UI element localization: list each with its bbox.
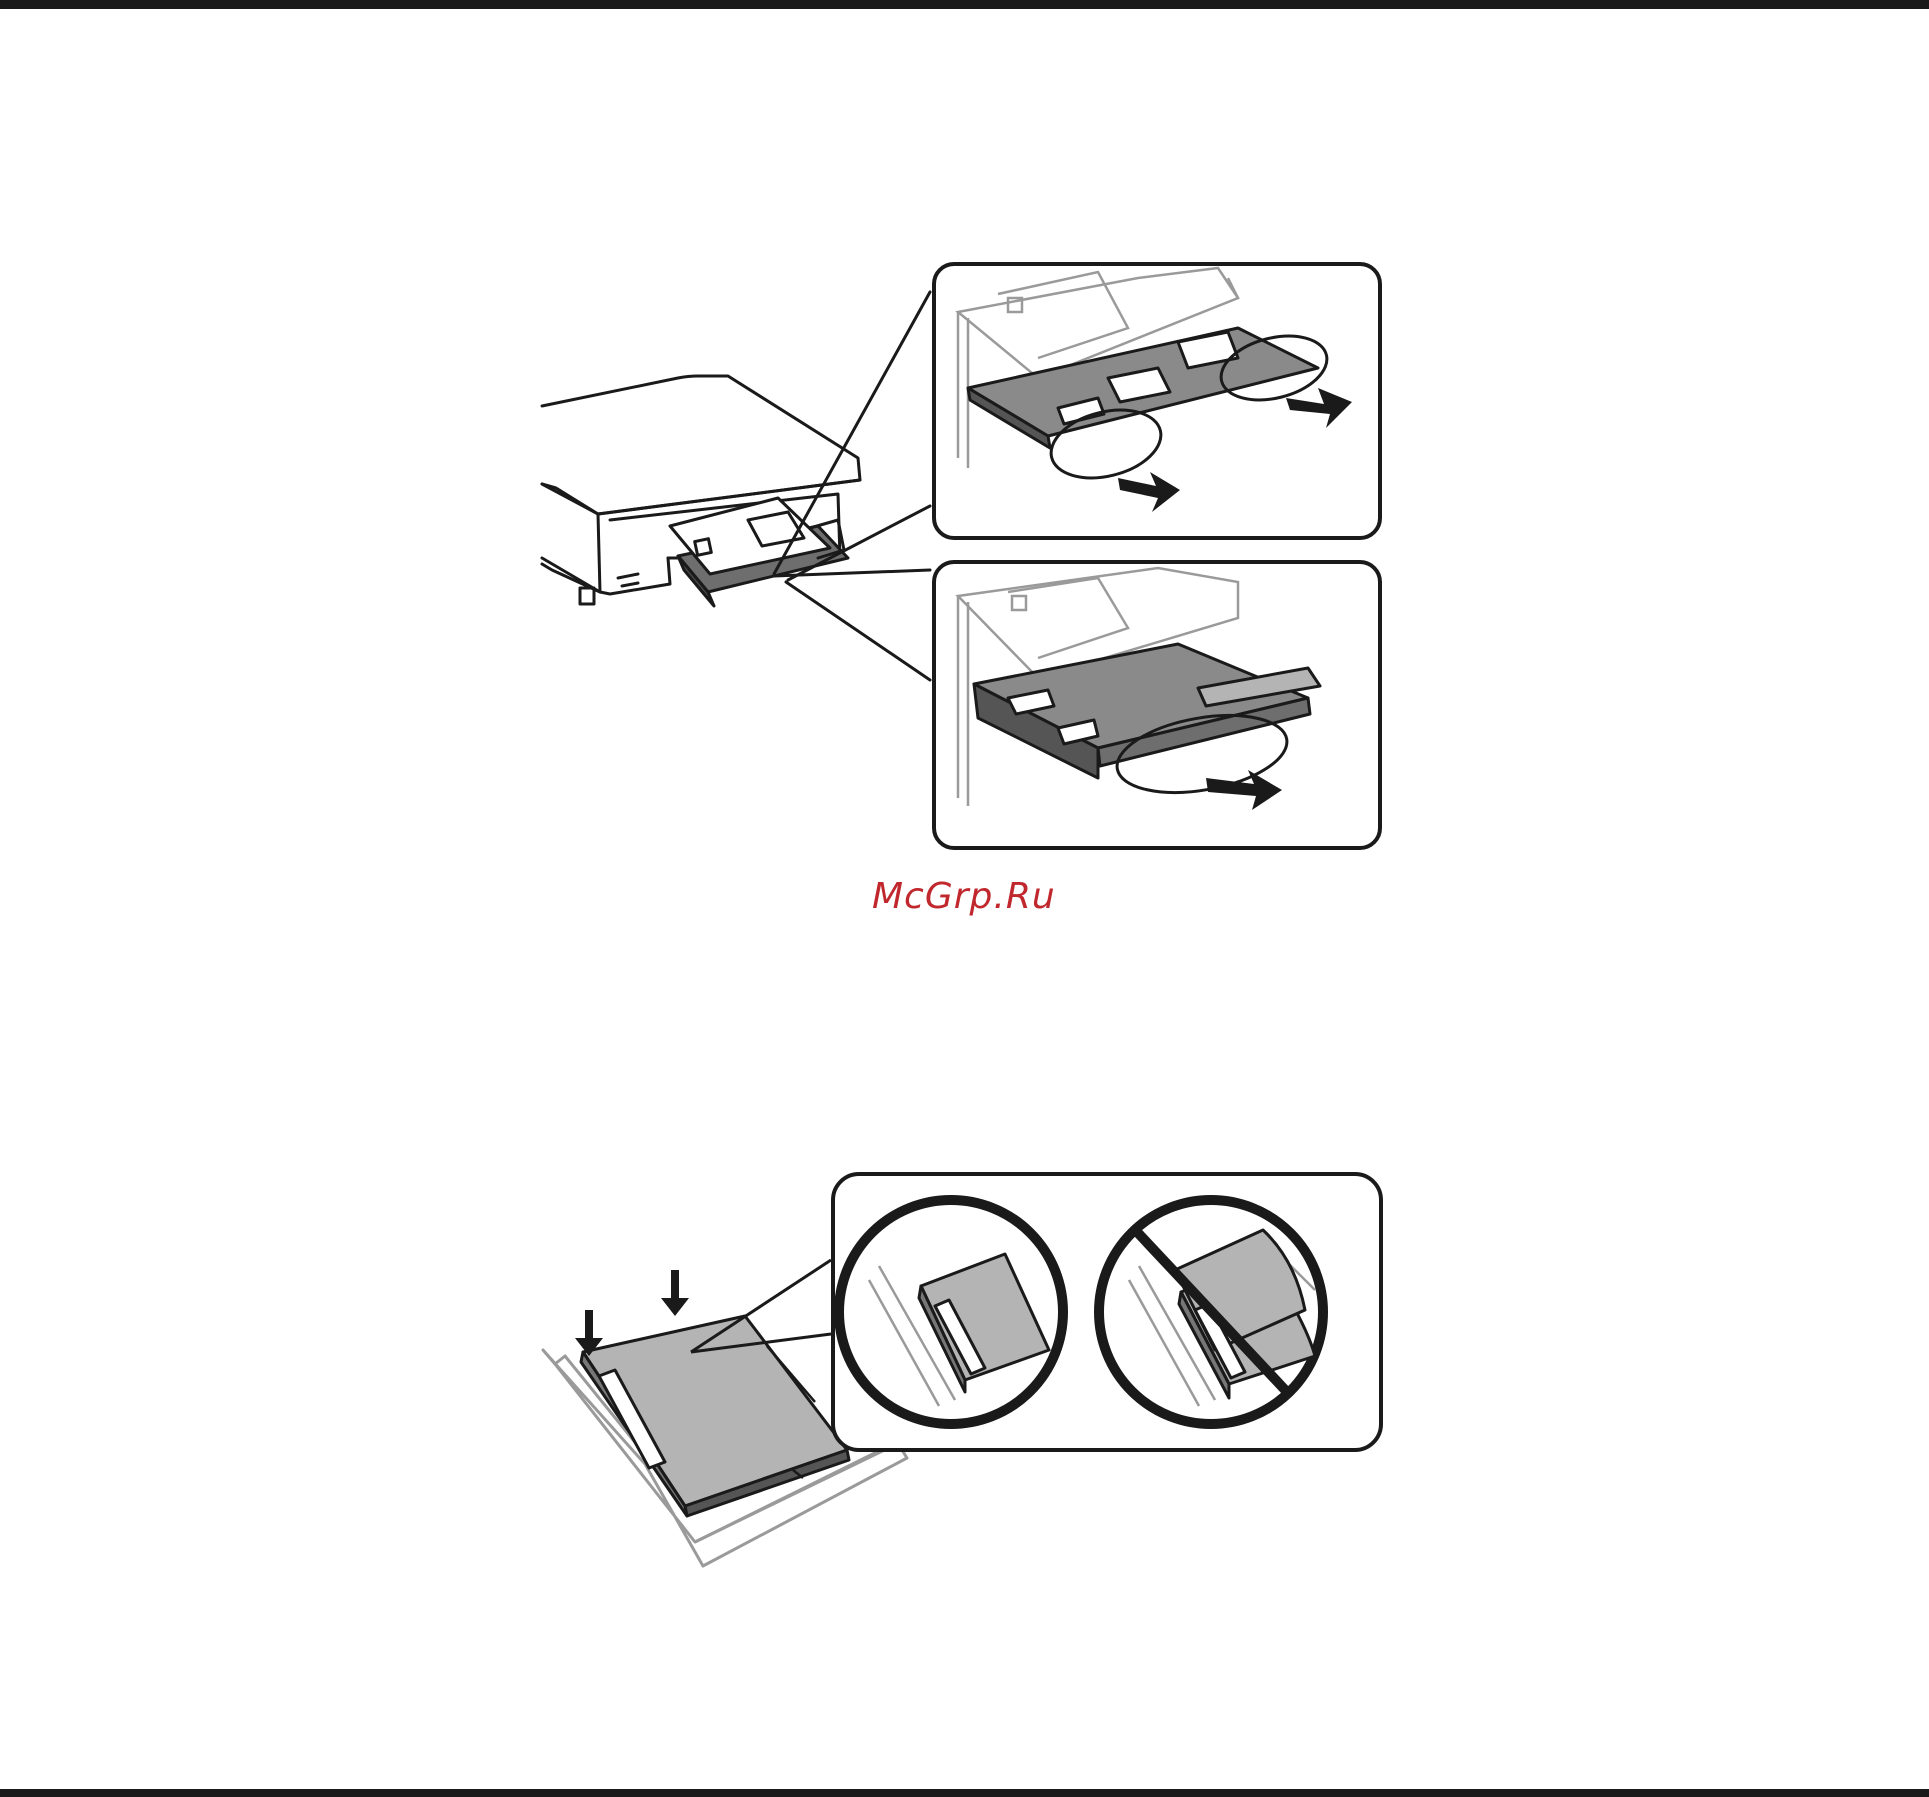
top-rule [0,0,1929,9]
paper-cassette-icon [535,1170,1387,1572]
paper-cassette-loading-illustration [535,1170,1387,1572]
printer-output-tray-illustration [538,258,1388,856]
bottom-rule [0,1789,1929,1797]
watermark: McGrp.Ru [872,876,1056,917]
printer-icon [538,258,1388,856]
